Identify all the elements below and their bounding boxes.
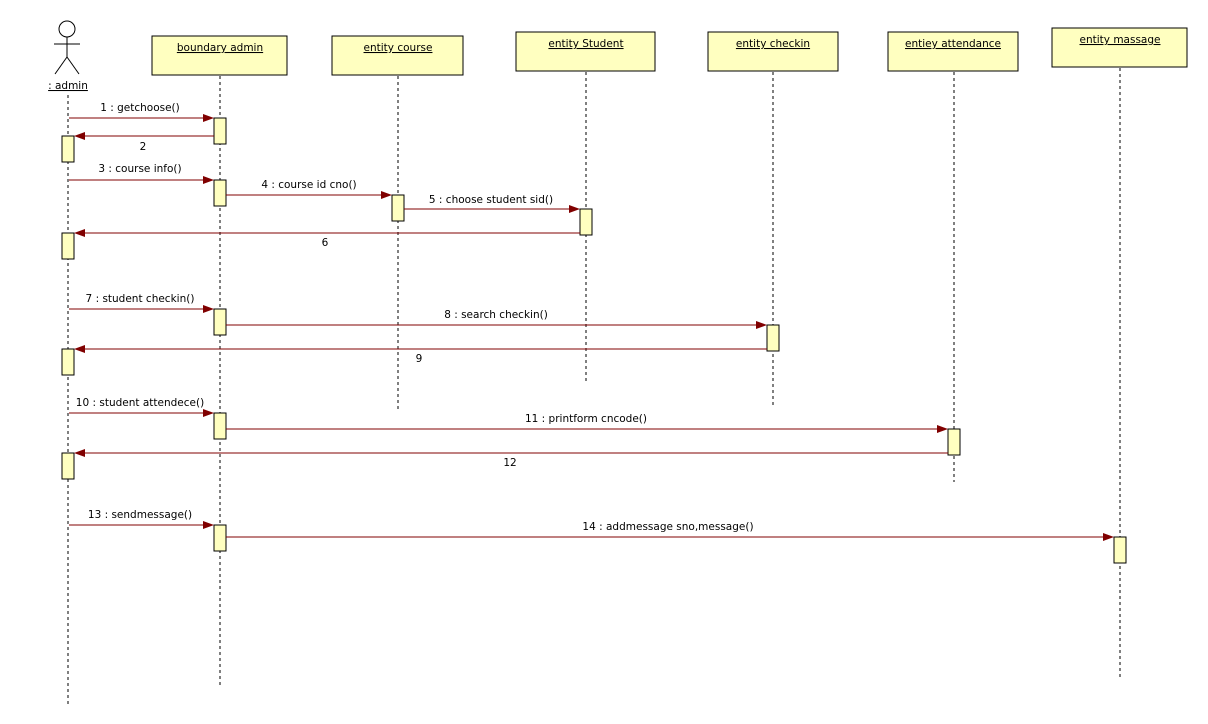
- object-label-entity-attendance: entiey attendance: [905, 38, 1001, 50]
- message-label-13: 13 : sendmessage(): [88, 509, 192, 521]
- object-label-entity-student: entity Student: [548, 38, 623, 50]
- activation-boundary-7: [213, 308, 227, 336]
- object-label-entity-massage: entity massage: [1080, 34, 1161, 46]
- message-label-5: 5 : choose student sid(): [429, 194, 553, 206]
- message-label-9: 9: [416, 353, 423, 365]
- message-12: 12: [74, 449, 948, 469]
- message-label-6: 6: [322, 237, 329, 249]
- activation-admin-2: [61, 135, 75, 163]
- admin-actor-icon: [54, 20, 80, 75]
- activation-admin-6: [61, 232, 75, 260]
- message-14: 14 : addmessage sno,message(): [226, 521, 1114, 541]
- message-11: 11 : printform cncode(): [226, 413, 948, 433]
- message-label-4: 4 : course id cno(): [261, 179, 356, 191]
- object-entity-student: entity Student: [515, 31, 656, 72]
- message-label-7: 7 : student checkin(): [86, 293, 195, 305]
- activation-student-5: [579, 208, 593, 236]
- message-label-2: 2: [140, 141, 147, 153]
- message-label-14: 14 : addmessage sno,message(): [582, 521, 753, 533]
- actor-label-admin: : admin: [48, 80, 88, 92]
- message-label-1: 1 : getchoose(): [100, 102, 180, 114]
- message-label-11: 11 : printform cncode(): [525, 413, 647, 425]
- message-label-10: 10 : student attendece(): [76, 397, 204, 409]
- message-3: 3 : course info(): [69, 163, 214, 184]
- message-label-8: 8 : search checkin(): [444, 309, 548, 321]
- message-13: 13 : sendmessage(): [69, 509, 214, 529]
- object-label-entity-checkin: entity checkin: [736, 38, 810, 50]
- activation-course-4: [391, 194, 405, 222]
- message-7: 7 : student checkin(): [69, 293, 214, 313]
- activation-boundary-10: [213, 412, 227, 440]
- message-8: 8 : search checkin(): [226, 309, 767, 329]
- object-entity-checkin: entity checkin: [707, 31, 839, 72]
- activation-attendance-11: [947, 428, 961, 456]
- message-9: 9: [74, 345, 767, 365]
- message-4: 4 : course id cno(): [226, 179, 392, 199]
- message-2: 2: [74, 132, 214, 153]
- activation-massage-14: [1113, 536, 1127, 564]
- activation-boundary-13: [213, 524, 227, 552]
- object-entity-massage: entity massage: [1051, 27, 1188, 68]
- message-label-12: 12: [503, 457, 516, 469]
- message-1: 1 : getchoose(): [69, 102, 214, 122]
- object-entity-course: entity course: [331, 35, 464, 76]
- message-10: 10 : student attendece(): [69, 397, 214, 417]
- activation-boundary-1: [213, 117, 227, 145]
- message-6: 6: [74, 229, 580, 249]
- message-label-3: 3 : course info(): [98, 163, 181, 175]
- object-label-boundary-admin: boundary admin: [177, 42, 263, 54]
- activation-admin-12: [61, 452, 75, 480]
- object-label-entity-course: entity course: [364, 42, 433, 54]
- activation-admin-9: [61, 348, 75, 376]
- object-entity-attendance: entiey attendance: [887, 31, 1019, 72]
- activation-boundary-3: [213, 179, 227, 207]
- object-boundary-admin: boundary admin: [151, 35, 288, 76]
- message-5: 5 : choose student sid(): [404, 194, 580, 213]
- activation-checkin-8: [766, 324, 780, 352]
